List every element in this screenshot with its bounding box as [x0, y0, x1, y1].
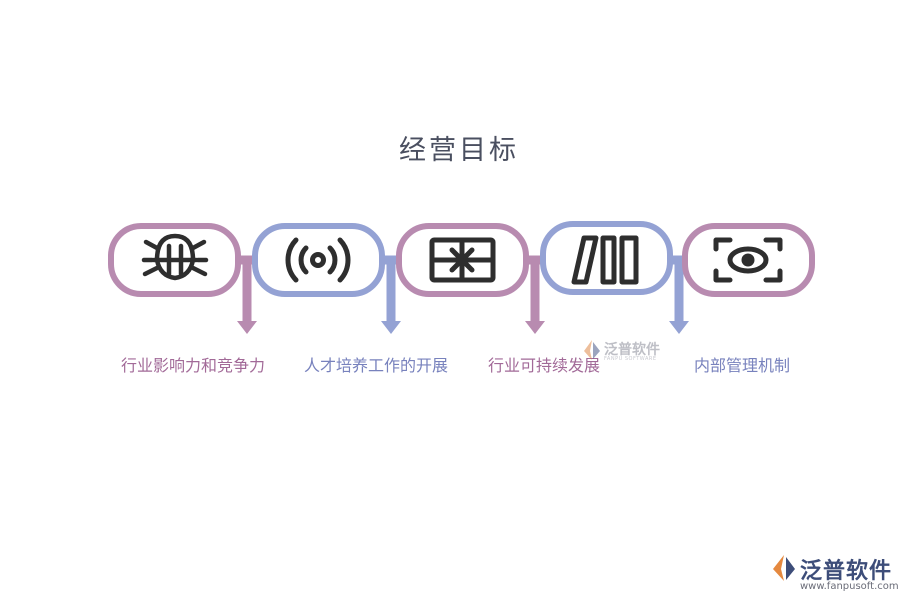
watermark-text: 泛普软件 — [604, 342, 660, 358]
watermark: 泛普软件 FANPU SOFTWARE — [582, 339, 660, 365]
arrow-down-2 — [381, 321, 401, 334]
brand-logo: 泛普软件 www.fanpusoft.com — [770, 553, 899, 592]
node-4-label: 内部管理机制 — [693, 356, 791, 375]
node-1-label: 行业影响力和竞争力 — [120, 356, 266, 375]
scan-target-icon — [713, 237, 783, 283]
signal-icon — [285, 237, 351, 283]
node-3-label: 行业可持续发展 — [487, 356, 601, 375]
arrow-down-1 — [237, 321, 257, 334]
node-2-label: 人才培养工作的开展 — [303, 356, 449, 375]
arrow-down-3 — [525, 321, 545, 334]
brand-name: 泛普软件 — [800, 559, 893, 584]
brand-url[interactable]: www.fanpusoft.com — [800, 581, 899, 592]
node-2 — [252, 223, 385, 297]
diagram-title: 经营目标 — [399, 135, 519, 166]
columns-icon — [571, 235, 639, 285]
watermark-subtext: FANPU SOFTWARE — [604, 356, 657, 362]
arrow-down-4 — [669, 321, 689, 334]
watermark-logo-icon — [584, 340, 600, 360]
brand-logo-icon — [773, 555, 795, 581]
gift-icon — [429, 237, 496, 283]
bug-icon — [141, 233, 209, 281]
